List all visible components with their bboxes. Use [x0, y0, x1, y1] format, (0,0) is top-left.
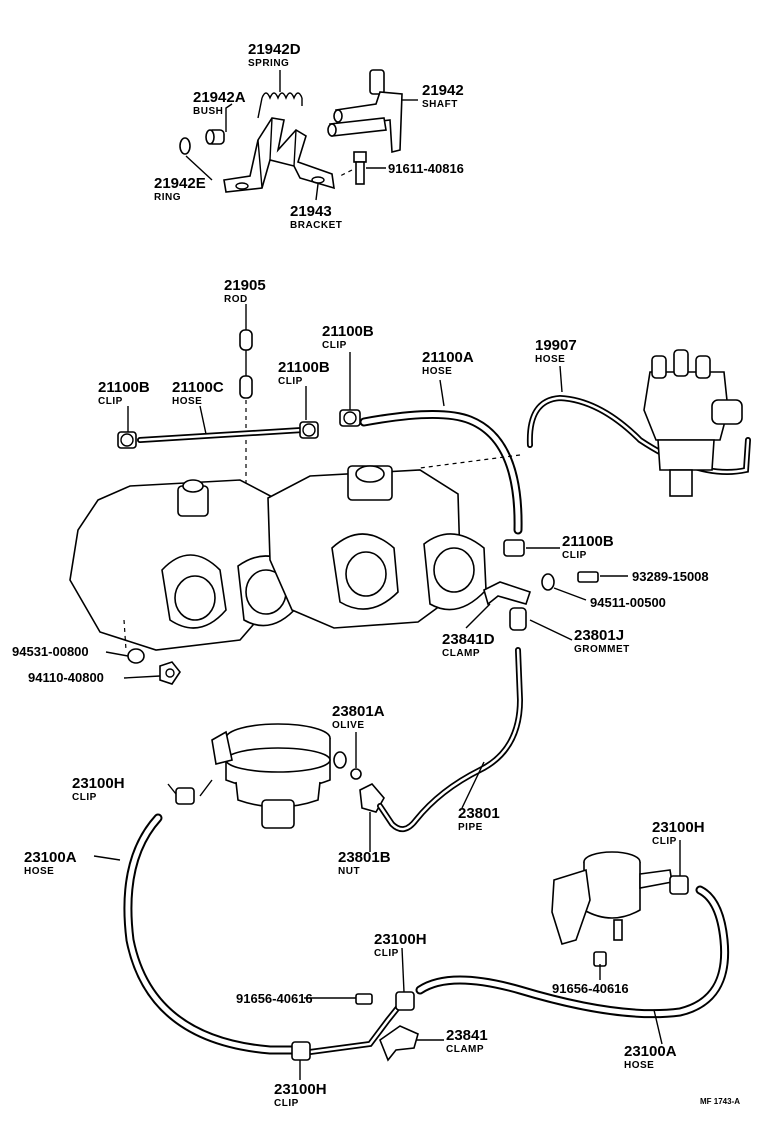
- hose-23100A-right-drawing: [415, 885, 730, 1019]
- carburetor-right-drawing: [267, 465, 487, 629]
- fuel-filter-drawing: [551, 851, 673, 945]
- label-23100H-c-name: CLIP: [652, 836, 677, 847]
- label-19907-name: HOSE: [535, 354, 565, 365]
- label-23801J-name: GROMMET: [574, 644, 630, 655]
- screw-93289-drawing: [577, 571, 599, 583]
- label-23801B-name: NUT: [338, 866, 360, 877]
- bracket-21943-drawing: [223, 117, 335, 193]
- clip-23100H-lower-drawing: [291, 1041, 311, 1061]
- label-21942E-name: RING: [154, 192, 181, 203]
- label-21942A-number: 21942A: [193, 89, 246, 106]
- carburetor-left-drawing: [69, 479, 299, 651]
- clip-21100B-left-drawing: [117, 431, 137, 449]
- label-21942-number: 21942: [422, 82, 464, 99]
- olive-23801A-drawing: [350, 768, 362, 780]
- screw-91656-a-drawing: [355, 993, 373, 1005]
- rod-21905-drawing: [239, 329, 253, 500]
- label-21100B-mid-name: CLIP: [278, 376, 303, 387]
- clip-21100B-right-carb-drawing: [503, 539, 525, 557]
- ring-21942E-drawing: [179, 137, 191, 155]
- label-23100H-a-number: 23100H: [72, 775, 125, 792]
- label-21100B-left-number: 21100B: [98, 379, 150, 396]
- nut-94110-drawing: [159, 661, 181, 685]
- hose-21100A-drawing: [359, 409, 523, 535]
- label-23100A-right-number: 23100A: [624, 1043, 677, 1060]
- label-23801J-number: 23801J: [574, 627, 624, 644]
- clamp-23841-drawing: [379, 1025, 419, 1062]
- clip-21100B-right-drawing: [299, 421, 319, 439]
- label-91611-number: 91611-40816: [388, 161, 464, 176]
- label-94511-number: 94511-00500: [590, 595, 666, 610]
- label-21100B-top-number: 21100B: [322, 323, 374, 340]
- label-23841-number: 23841: [446, 1027, 488, 1044]
- diagram-reference-code: MF 1743-A: [700, 1097, 740, 1106]
- label-21942E-number: 21942E: [154, 175, 206, 192]
- label-21100B-left-name: CLIP: [98, 396, 123, 407]
- label-23100H-b-number: 23100H: [374, 931, 427, 948]
- label-23841D-name: CLAMP: [442, 648, 480, 659]
- label-21100A-top-number: 21100A: [422, 349, 474, 366]
- label-21100A-top-name: HOSE: [422, 366, 452, 377]
- clip-23100H-filter-drawing: [669, 875, 689, 895]
- label-21942-name: SHAFT: [422, 99, 458, 110]
- label-21100C-number: 21100C: [172, 379, 224, 396]
- label-21943-name: BRACKET: [290, 220, 342, 231]
- label-23801-name: PIPE: [458, 822, 483, 833]
- label-94531-number: 94531-00800: [12, 644, 89, 659]
- label-23100H-c-number: 23100H: [652, 819, 705, 836]
- label-21942D-number: 21942D: [248, 41, 301, 58]
- spring-21942D-drawing: [257, 92, 303, 119]
- label-21943-number: 21943: [290, 203, 332, 220]
- label-21942A-name: BUSH: [193, 106, 223, 117]
- pipe-23801-drawing: [377, 647, 524, 833]
- label-23801B-number: 23801B: [338, 849, 391, 866]
- label-21100B-right-number: 21100B: [562, 533, 614, 550]
- label-23100H-d-name: CLIP: [274, 1098, 299, 1109]
- label-94110-number: 94110-40800: [28, 670, 104, 685]
- label-21942D-name: SPRING: [248, 58, 289, 69]
- grommet-23801J-drawing: [509, 607, 527, 631]
- clip-21100B-top-drawing: [339, 409, 361, 427]
- label-21905-name: ROD: [224, 294, 248, 305]
- clip-23100H-middle-drawing: [395, 991, 415, 1011]
- bush-21942A-drawing: [205, 129, 225, 145]
- label-23100H-d-number: 23100H: [274, 1081, 327, 1098]
- hose-21100C-drawing: [137, 427, 305, 443]
- clamp-23841D-drawing: [483, 581, 532, 606]
- label-23801A-number: 23801A: [332, 703, 385, 720]
- label-23801-number: 23801: [458, 805, 500, 822]
- label-91656-b-number: 91656-40616: [552, 981, 629, 996]
- label-23100H-b-name: CLIP: [374, 948, 399, 959]
- label-21100B-top-name: CLIP: [322, 340, 347, 351]
- leader-lines: [93, 70, 681, 1080]
- label-91656-a-number: 91656-40616: [236, 991, 313, 1006]
- label-23100A-left-name: HOSE: [24, 866, 54, 877]
- label-23841-name: CLAMP: [446, 1044, 484, 1055]
- bolt-91611-drawing: [339, 151, 367, 185]
- label-19907-number: 19907: [535, 337, 577, 354]
- pump-inlet-nipple: [199, 779, 213, 797]
- clip-23100H-pump-drawing: [175, 787, 195, 805]
- label-23100A-right-name: HOSE: [624, 1060, 654, 1071]
- label-23841D-number: 23841D: [442, 631, 495, 648]
- label-21100B-mid-number: 21100B: [278, 359, 330, 376]
- label-93289-number: 93289-15008: [632, 569, 709, 584]
- screw-91656-b-drawing: [593, 951, 607, 967]
- distributor-drawing: [643, 349, 743, 497]
- shaft-21942-drawing: [327, 69, 403, 154]
- hose-23100A-left-drawing: [123, 813, 305, 1055]
- label-21100B-right-name: CLIP: [562, 550, 587, 561]
- label-23100A-left-number: 23100A: [24, 849, 77, 866]
- hose-section-to-clamp-drawing: [307, 997, 407, 1055]
- label-21100C-name: HOSE: [172, 396, 202, 407]
- label-23801A-name: OLIVE: [332, 720, 365, 731]
- throttle-linkage-assembly: [179, 69, 403, 193]
- washer-94511-drawing: [541, 573, 555, 591]
- fuel-pump-drawing: [211, 723, 347, 829]
- part-labels: 21942D SPRING 21942A BUSH 21942 SHAFT 91…: [12, 41, 740, 1109]
- label-23100H-a-name: CLIP: [72, 792, 97, 803]
- label-21905-number: 21905: [224, 277, 266, 294]
- nut-94531-drawing: [123, 619, 145, 664]
